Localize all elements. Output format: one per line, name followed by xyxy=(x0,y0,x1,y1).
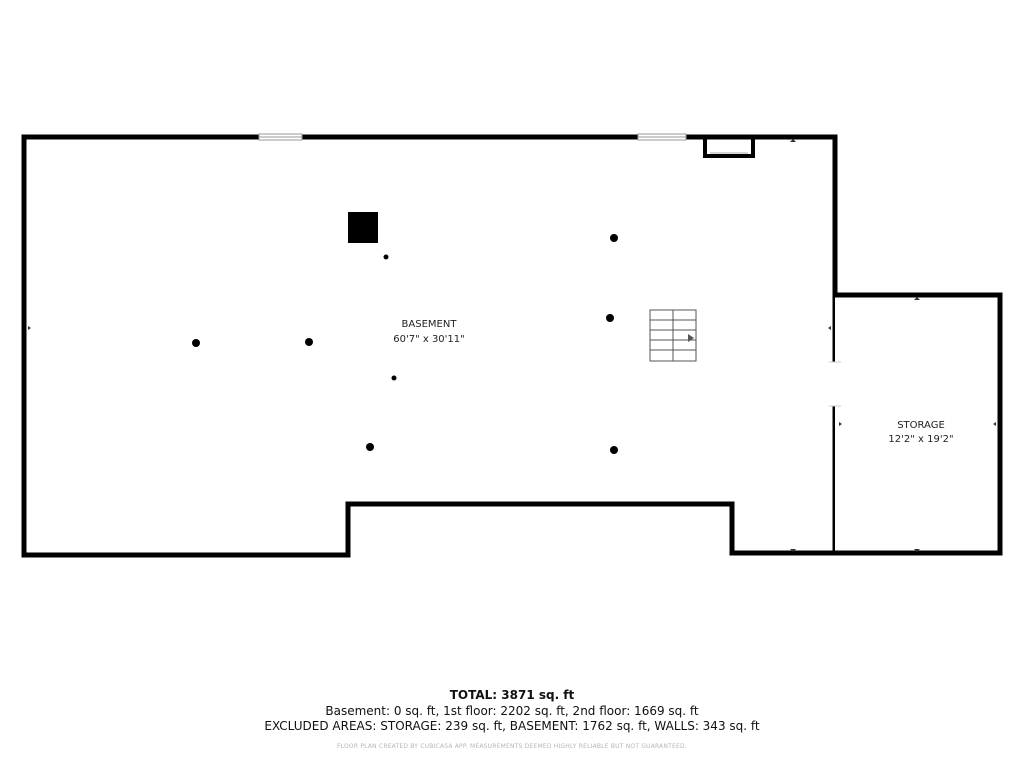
storage-outline xyxy=(835,292,1003,556)
disclaimer: FLOOR PLAN CREATED BY CUBICASA APP. MEAS… xyxy=(337,743,687,750)
drain-point xyxy=(383,254,389,260)
basement-label: BASEMENT xyxy=(402,319,458,330)
tick-mark xyxy=(28,326,31,330)
tick-mark xyxy=(790,139,796,142)
total-label: TOTAL: xyxy=(449,688,498,702)
egress-notch xyxy=(703,139,755,158)
basement-dimensions: 60'7" x 30'11" xyxy=(393,334,465,345)
support-post xyxy=(192,339,200,347)
storage-doorway xyxy=(831,362,839,406)
storage-dimensions: 12'2" x 19'2" xyxy=(888,434,953,445)
support-post xyxy=(305,338,313,346)
total-value: 3871 sq. ft xyxy=(501,688,575,702)
tick-mark xyxy=(993,422,996,426)
tick-mark xyxy=(790,549,796,552)
excluded-areas: EXCLUDED AREAS: STORAGE: 239 sq. ft, BAS… xyxy=(264,719,760,733)
chimney-block xyxy=(348,212,378,243)
support-post xyxy=(610,446,618,454)
tick-mark xyxy=(839,422,842,426)
staircase xyxy=(649,309,697,362)
floor-areas: Basement: 0 sq. ft, 1st floor: 2202 sq. … xyxy=(325,704,699,718)
tick-mark xyxy=(914,297,920,300)
storage-label: STORAGE xyxy=(897,420,945,431)
support-post xyxy=(610,234,618,242)
tick-mark xyxy=(828,326,831,330)
total-area: TOTAL: 3871 sq. ft xyxy=(0,688,1024,702)
basement-outline xyxy=(21,134,838,558)
support-post xyxy=(366,443,374,451)
support-post xyxy=(606,314,614,322)
tick-mark xyxy=(914,549,920,552)
drain-point xyxy=(391,375,397,381)
